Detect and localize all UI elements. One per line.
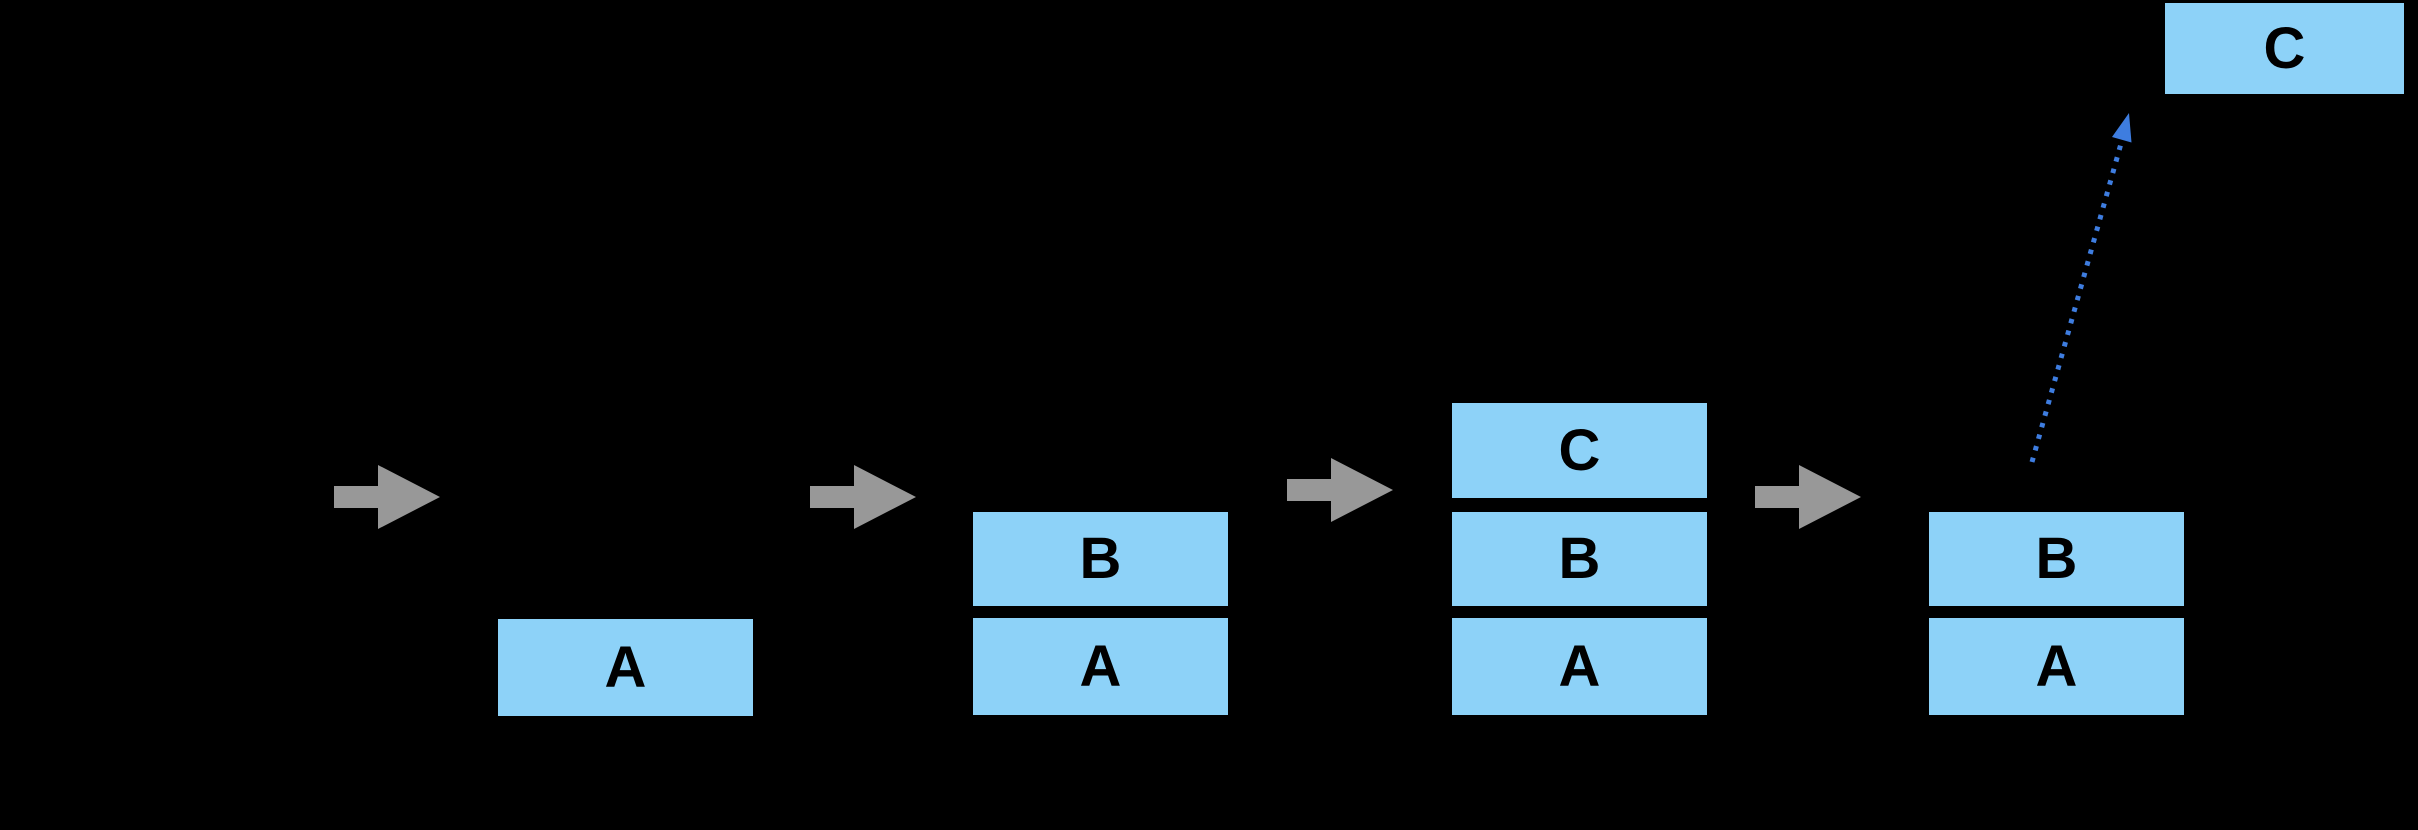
- stack-item-box: A: [1929, 618, 2184, 715]
- step-right-arrow-icon: [334, 465, 440, 529]
- step-right-arrow-icon: [1287, 458, 1393, 522]
- popped-item-box: C: [2165, 3, 2404, 94]
- stack-item-box: A: [973, 618, 1228, 715]
- step-right-arrow-icon: [810, 465, 916, 529]
- stack-item-box: B: [973, 512, 1228, 606]
- step-right-arrow-icon: [1755, 465, 1861, 529]
- stack-item-box: B: [1452, 512, 1707, 606]
- stack-item-box: A: [498, 619, 753, 716]
- stack-item-box: B: [1929, 512, 2184, 606]
- stack-item-box: A: [1452, 618, 1707, 715]
- stack-item-box: C: [1452, 403, 1707, 498]
